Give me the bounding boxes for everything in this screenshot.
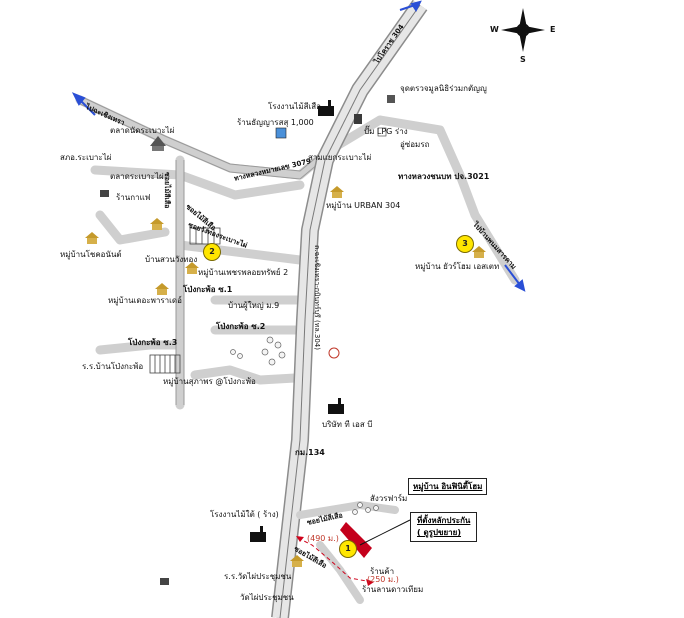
label-coffee: ร้านกาแฟ	[116, 193, 151, 202]
collateral-site	[296, 519, 411, 586]
label-wat: วัดไผ่ประชุมชน	[240, 593, 294, 602]
housing-blocks	[149, 227, 221, 374]
direction-arrows	[71, 0, 526, 292]
label-sangkhom-farm: สังวรฟาร์ม	[370, 494, 408, 503]
label-village-phet: หมู่บ้านเพชรพลอยทรัพย์ 2	[198, 268, 289, 277]
compass-west-label: W	[490, 25, 499, 34]
label-checkpoint: จุดตรวจมูลนิธิร่วมกตัญญู	[400, 84, 487, 93]
label-box-village-main: หมู่บ้าน อินฟินิตี้โฮม	[408, 478, 488, 495]
marker-1: 1	[339, 540, 357, 558]
label-village-chok-anan: หมู่บ้านโชคอนันต์	[60, 250, 122, 259]
label-ban-suan: บ้านสวนวังทอง	[145, 255, 198, 264]
factory-icons	[250, 100, 344, 542]
label-market: ตลาดนัดระเบาะไผ่	[110, 126, 175, 135]
label-shop-yard: ร้านลานดาวเทียม	[362, 585, 424, 594]
village-icons	[85, 186, 486, 567]
label-village-suphap: หมู่บ้านสุภาพร @โป่งกะพ้อ	[163, 377, 256, 386]
label-route-3021: ทางหลวงชนบท ปจ.3021	[398, 172, 490, 181]
label-km-134: กม.134	[295, 448, 325, 457]
project-site-note: ( ดูรูปขยาย)	[417, 528, 462, 537]
label-box-project-site: ที่ตั้งหลักประกัน ( ดูรูปขยาย)	[410, 512, 478, 542]
label-pong-kapho-2: โป่งกะพ้อ ซ.2	[216, 322, 266, 331]
compass-rose	[501, 8, 545, 52]
misc-icons	[100, 95, 395, 585]
label-factory-wood: โรงงานไม้ใต้ ( ร้าง)	[210, 510, 279, 519]
label-pong-kapho-1: โป่งกะพ้อ ซ.1	[183, 285, 233, 294]
distance-250: (250 ม.)	[367, 575, 399, 584]
tree-clusters	[230, 336, 379, 515]
highway-304	[271, 0, 428, 618]
label-ban-phuyai: บ้านผู้ใหญ่ ม.9	[228, 301, 280, 310]
road-label-main-side: ถ.ฉะเชิงเทรา-กบินทร์บุรี (ทล.304)	[313, 245, 321, 350]
label-school-wat: ร.ร.วัดไผ่ประชุมชน	[224, 572, 292, 581]
label-factory-mai-si-ue: โรงงานไม้สีเสือ	[268, 102, 321, 111]
label-village-3: หมู่บ้าน ยัวร์โฮม เอสเตท	[415, 262, 500, 271]
label-urban: หมู่บ้าน URBAN 304	[326, 201, 401, 210]
label-dhanyaburi: ร้านธัญญารสสุ 1,000	[237, 118, 314, 127]
secondary-roads	[75, 95, 520, 410]
label-pong-kapho-3: โป่งกะพ้อ ซ.3	[128, 338, 178, 347]
secondary-road-edges	[79, 95, 331, 405]
label-sam-yaek: สามแยกระเบาะไผ่	[308, 153, 372, 162]
label-shop: ร้านค้า	[370, 567, 395, 576]
label-school-rabao-phai: สภอ.ระเบาะไผ่	[60, 153, 112, 162]
label-school-pong: ร.ร.บ้านโป่งกะพ้อ	[82, 362, 144, 371]
project-site-title: ที่ตั้งหลักประกัน	[417, 516, 471, 525]
marker-2: 2	[203, 243, 221, 261]
label-lpg: ปั๊ม LPG ร่าง	[364, 127, 408, 136]
compass-east-label: E	[550, 25, 556, 34]
label-village-the-parade: หมู่บ้านเดอะพาราเดอ์	[108, 296, 182, 305]
label-company-tes: บริษัท ที เอส บี	[322, 420, 373, 429]
distance-490: (490 ม.)	[307, 534, 339, 543]
label-garage: อู่ซ่อมรถ	[400, 140, 430, 149]
marker-3: 3	[456, 235, 474, 253]
compass-south-label: S	[520, 55, 526, 64]
label-market-2: ตลาดระเบาะไผ่	[110, 172, 164, 181]
